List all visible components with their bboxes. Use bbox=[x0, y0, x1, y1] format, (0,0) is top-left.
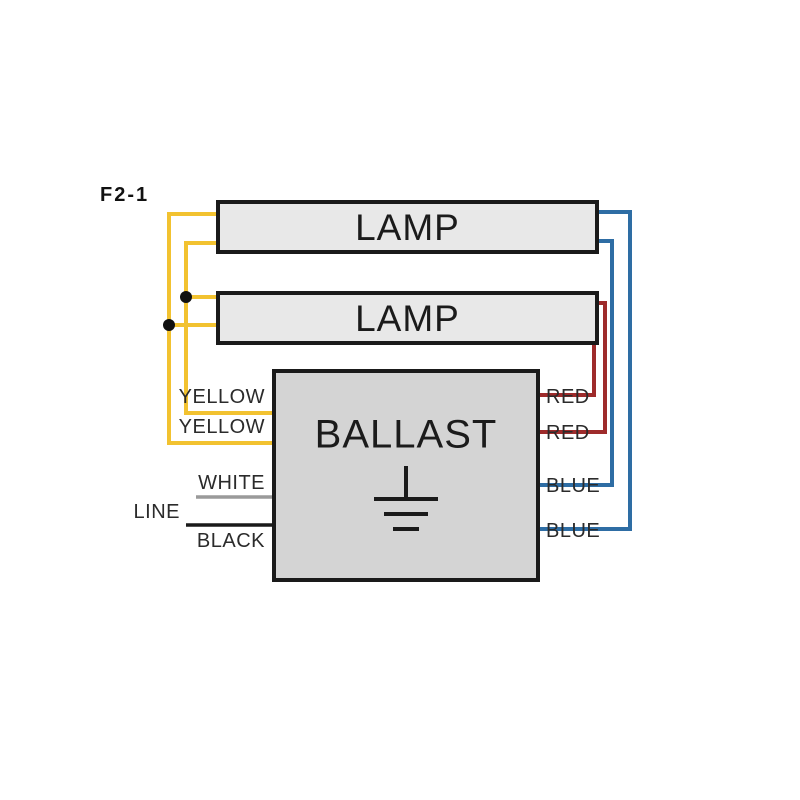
components-layer: LAMP LAMP BALLAST bbox=[216, 200, 599, 582]
lamp-top-label: LAMP bbox=[355, 207, 460, 248]
wire-label-red-1: RED bbox=[546, 386, 590, 408]
wire-label-red-2: RED bbox=[546, 422, 590, 444]
component-lamp-top: LAMP bbox=[216, 200, 599, 254]
wire-label-yellow-1: YELLOW bbox=[179, 386, 265, 408]
wire-label-blue-2: BLUE bbox=[546, 520, 600, 542]
wire-yellow-inner bbox=[184, 241, 274, 415]
wire-label-white: WHITE bbox=[198, 472, 265, 494]
ballast-label: BALLAST bbox=[315, 413, 498, 457]
wire-red-outer bbox=[538, 301, 607, 434]
ground-symbol bbox=[374, 466, 438, 531]
lamp-top-body bbox=[216, 200, 599, 254]
reference-designator: F2-1 bbox=[100, 184, 149, 206]
junction-dot-junction-lower bbox=[163, 319, 175, 331]
wire-label-blue-1: BLUE bbox=[546, 475, 600, 497]
wire-blue-inner bbox=[538, 239, 614, 487]
wire-blue-outer bbox=[538, 210, 632, 531]
wire-label-line: LINE bbox=[134, 501, 180, 523]
component-lamp-bottom: LAMP bbox=[216, 291, 599, 345]
wire-label-yellow-2: YELLOW bbox=[179, 416, 265, 438]
wire-label-black: BLACK bbox=[197, 530, 265, 552]
lamp-bottom-label: LAMP bbox=[355, 298, 460, 339]
junction-dot-junction-upper bbox=[180, 291, 192, 303]
wire-labels-layer: YELLOW YELLOW WHITE BLACK LINE RED RED BLUE BLUE bbox=[134, 386, 600, 552]
lamp-bottom-body bbox=[216, 291, 599, 345]
junction-dots-layer bbox=[163, 291, 192, 331]
